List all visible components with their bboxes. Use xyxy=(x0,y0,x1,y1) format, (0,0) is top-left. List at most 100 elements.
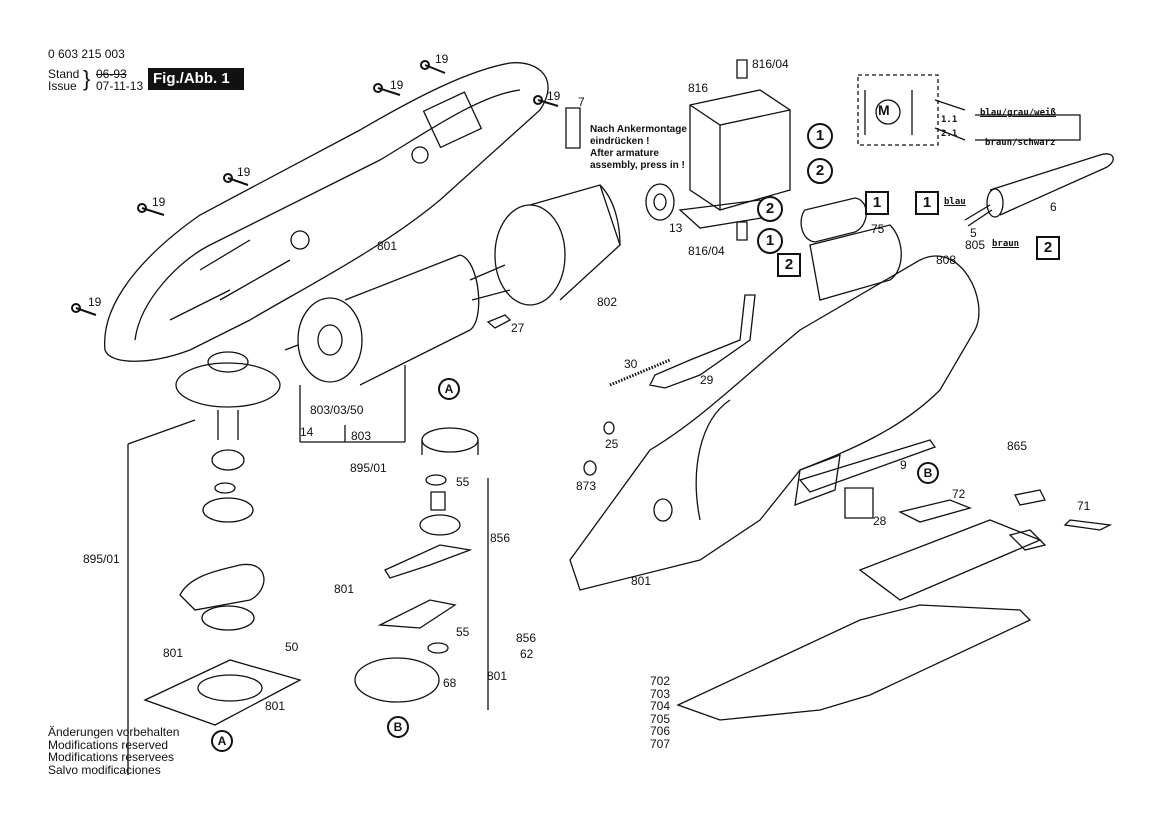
callout-707: 707 xyxy=(650,736,671,751)
callout-19-b: 19 xyxy=(390,78,404,92)
part-25 xyxy=(604,422,614,434)
callout-803-03-50: 803/03/50 xyxy=(310,403,364,417)
callout-7: 7 xyxy=(578,95,585,109)
callout-801-clip-left: 801 xyxy=(334,582,355,596)
notice-es: Salvo modificaciones xyxy=(48,762,161,777)
cable-wire-blue: blau xyxy=(944,197,966,207)
callout-895-01-left: 895/01 xyxy=(83,552,120,566)
wire-label-blue-grey-white: blau/grau/weiß xyxy=(980,108,1056,118)
assembly-note-line-1: Nach Ankermontage xyxy=(590,124,687,135)
saw-blade xyxy=(678,605,1030,720)
callout-5: 5 xyxy=(970,226,977,240)
cable-marker-2: 2 xyxy=(1036,236,1060,260)
assembly-note-line-2: eindrücken ! xyxy=(590,136,650,147)
assembly-note-line-3: After armature xyxy=(590,148,659,159)
callout-75: 75 xyxy=(871,222,885,236)
callout-704: 704 xyxy=(650,699,671,713)
part-27 xyxy=(488,315,510,328)
notice-fr: Modifications reservees xyxy=(48,750,175,764)
notice-en: Modifications reserved xyxy=(48,737,169,752)
screws-19 xyxy=(72,61,558,315)
connector-marker-2: 2 xyxy=(807,158,833,184)
connector-marker-1b: 1 xyxy=(757,228,783,254)
part-72 xyxy=(900,500,970,522)
part-808 xyxy=(810,225,901,300)
motor-housing-801 xyxy=(570,225,979,590)
callout-19-d: 19 xyxy=(237,165,251,179)
callout-801-motor-housing: 801 xyxy=(631,574,652,588)
field-802 xyxy=(495,185,620,305)
reference-marker-b-top: B xyxy=(917,462,939,484)
old-date: 06-93 xyxy=(96,67,127,81)
callout-6: 6 xyxy=(1050,200,1057,214)
bevel-gear-stack xyxy=(128,352,300,775)
callout-873: 873 xyxy=(576,479,597,493)
eccentric-stack xyxy=(355,428,488,710)
bearing-13 xyxy=(646,184,674,220)
callout-705: 705 xyxy=(650,711,671,726)
wire-label-brown-black: braun/schwarz xyxy=(985,138,1056,148)
callout-801-housing: 801 xyxy=(377,239,398,253)
motor-symbol: M xyxy=(878,102,890,118)
callout-13: 13 xyxy=(669,221,683,235)
connector-marker-2b: 2 xyxy=(757,196,783,222)
issue-label: Issue xyxy=(48,79,77,93)
connector-marker-1: 1 xyxy=(807,123,833,149)
housing-half-801 xyxy=(105,63,548,362)
modifications-notice: Änderungen vorbehalten Modifications res… xyxy=(48,726,179,776)
callout-68: 68 xyxy=(443,676,457,690)
wiring-diagram xyxy=(858,75,1080,145)
cable-wire-brown: braun xyxy=(992,239,1020,249)
callout-55-bottom: 55 xyxy=(456,625,470,639)
base-plate xyxy=(860,520,1040,600)
cable-marker-1: 1 xyxy=(915,191,939,215)
reference-marker-a-top: A xyxy=(438,378,460,400)
callout-801-pin-top: 801 xyxy=(163,646,184,660)
blade-callouts: 702 703 704 705 706 707 xyxy=(650,675,670,750)
terminal-marker-1: 1 xyxy=(865,191,889,215)
callout-19-f: 19 xyxy=(88,295,102,309)
callout-30: 30 xyxy=(624,357,638,371)
callout-801-clip-right: 801 xyxy=(487,669,508,683)
callout-801-pin-bottom: 801 xyxy=(265,699,286,713)
callout-816-04-bottom: 816/04 xyxy=(688,244,725,258)
part-71 xyxy=(1065,520,1110,530)
cable-6 xyxy=(965,154,1113,226)
notice-de: Änderungen vorbehalten xyxy=(48,725,180,739)
callout-816: 816 xyxy=(688,81,709,95)
callout-865: 865 xyxy=(1007,439,1028,453)
terminal-marker-2: 2 xyxy=(777,253,801,277)
callout-50: 50 xyxy=(285,640,299,654)
lever-29 xyxy=(610,295,755,388)
callout-808: 808 xyxy=(936,253,957,267)
assembly-note: Nach Ankermontage eindrücken ! After arm… xyxy=(590,124,687,172)
callout-9: 9 xyxy=(900,458,907,472)
callout-27: 27 xyxy=(511,321,525,335)
callout-55-top: 55 xyxy=(456,475,470,489)
part-7 xyxy=(566,108,580,148)
connector-75 xyxy=(801,198,866,242)
callout-895-01-middle: 895/01 xyxy=(350,461,387,475)
callout-25: 25 xyxy=(605,437,619,451)
callout-29: 29 xyxy=(700,373,714,387)
reference-marker-a-bottom: A xyxy=(211,730,233,752)
callout-28: 28 xyxy=(873,514,887,528)
callout-856-middle: 856 xyxy=(490,531,511,545)
callout-802: 802 xyxy=(597,295,618,309)
callout-62: 62 xyxy=(520,647,534,661)
callout-706: 706 xyxy=(650,724,671,738)
issue-date: 07-11-13 xyxy=(96,79,144,93)
callout-72: 72 xyxy=(952,487,966,501)
terminal-1-1: 1.1 xyxy=(941,115,958,125)
part-873 xyxy=(584,461,596,475)
assembly-note-line-4: assembly, press in ! xyxy=(590,160,685,171)
part-number: 0 603 215 003 xyxy=(48,47,125,61)
figure-label: Fig./Abb. 1 xyxy=(148,68,244,90)
callout-19-a: 19 xyxy=(435,52,449,66)
callout-856-bottom: 856 xyxy=(516,631,537,645)
callout-19-e: 19 xyxy=(152,195,166,209)
stand-label: Stand xyxy=(48,67,80,81)
callout-703: 703 xyxy=(650,686,671,701)
brace-icon: } xyxy=(83,66,91,91)
